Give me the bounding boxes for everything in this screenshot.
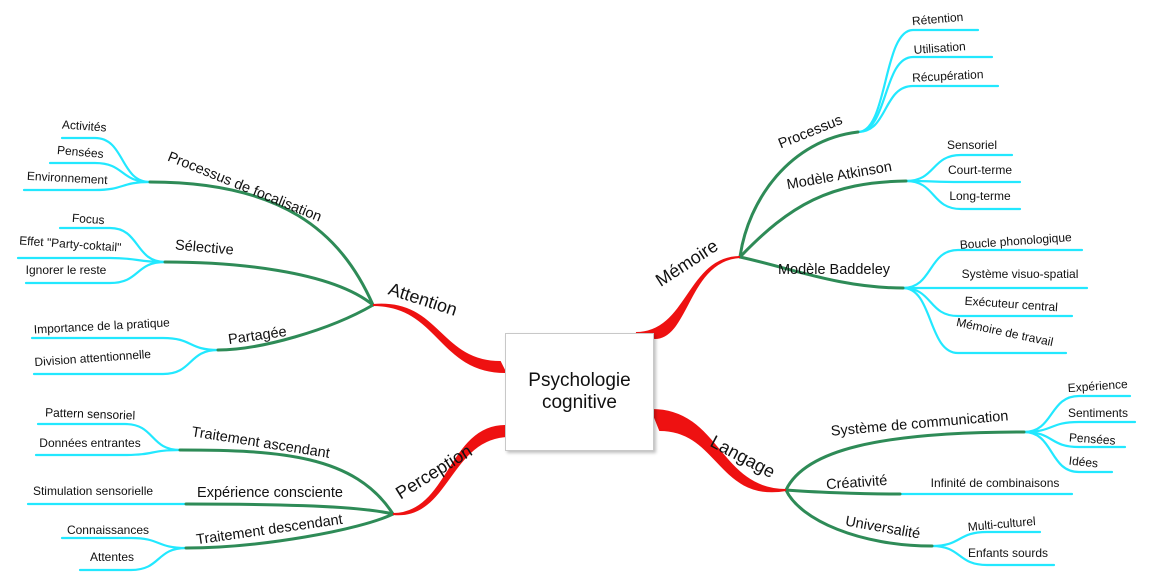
- leaf-topic-enfants-sourds[interactable]: Enfants sourds: [968, 546, 1048, 560]
- central-topic-line-1: Psychologie: [528, 370, 631, 392]
- leaf-topic-donnees-entrantes[interactable]: Données entrantes: [39, 436, 140, 450]
- sub-branch-traitement-descendant: [184, 512, 395, 550]
- leaf-topic-stimulation-sensorielle[interactable]: Stimulation sensorielle: [33, 484, 153, 498]
- leaf-topic-retention[interactable]: Rétention: [911, 10, 963, 28]
- leaf-branch-sensoriel: [904, 153, 1014, 183]
- central-topic[interactable]: Psychologie cognitive: [505, 333, 654, 451]
- leaf-branch-recuperation: [856, 84, 1000, 134]
- main-branch-langage: [650, 408, 787, 493]
- leaf-topic-importance-de-la-pratique[interactable]: Importance de la pratique: [33, 315, 170, 336]
- leaf-topic-sensoriel[interactable]: Sensoriel: [947, 138, 997, 152]
- leaf-topic-attentes[interactable]: Attentes: [90, 550, 134, 564]
- subtopic-modele-atkinson[interactable]: Modèle Atkinson: [786, 159, 894, 193]
- leaf-branch-connaissances: [60, 536, 188, 550]
- leaf-topic-environnement[interactable]: Environnement: [27, 169, 109, 187]
- leaf-branch-division-attentionnelle: [32, 348, 220, 376]
- leaf-topic-sentiments[interactable]: Sentiments: [1068, 406, 1128, 420]
- leaf-topic-activites[interactable]: Activités: [62, 117, 108, 134]
- leaf-branch-idees: [1022, 430, 1114, 474]
- leaf-branch-donnees-entrantes: [34, 448, 182, 457]
- leaf-branch-environnement: [22, 180, 152, 192]
- leaf-topic-experience[interactable]: Expérience: [1067, 377, 1128, 395]
- leaf-branch-executeur-central: [901, 286, 1074, 318]
- leaf-topic-utilisation[interactable]: Utilisation: [913, 39, 966, 57]
- leaf-branch-boucle-phonologique: [901, 248, 1084, 290]
- subtopic-traitement-ascendant[interactable]: Traitement ascendant: [190, 424, 331, 462]
- leaf-topic-focus[interactable]: Focus: [71, 211, 105, 227]
- main-branch-memoire: [635, 256, 741, 340]
- sub-branch-partagee: [216, 303, 375, 352]
- leaf-topic-connaissances[interactable]: Connaissances: [67, 523, 149, 537]
- leaf-branch-enfants-sourds: [930, 544, 1056, 567]
- leaf-topic-infinite-de-combinaisons[interactable]: Infinité de combinaisons: [931, 476, 1060, 490]
- leaf-branch-activites: [60, 136, 152, 184]
- sub-branch-processus-de-focalisation: [148, 180, 375, 307]
- leaf-branch-focus: [58, 226, 167, 264]
- subtopic-creativite[interactable]: Créativité: [826, 473, 888, 493]
- leaf-branch-multi-culturel: [930, 530, 1042, 548]
- leaf-topic-division-attentionnelle[interactable]: Division attentionnelle: [34, 347, 152, 369]
- sub-branch-selective: [163, 260, 375, 307]
- leaf-topic-boucle-phonologique[interactable]: Boucle phonologique: [959, 230, 1072, 252]
- sub-branch-creativite: [784, 488, 902, 496]
- leaf-branch-pattern-sensoriel: [36, 422, 182, 452]
- subtopic-experience-consciente[interactable]: Expérience consciente: [197, 485, 343, 501]
- leaf-branch-attentes: [78, 546, 188, 572]
- subtopic-universalite[interactable]: Universalité: [844, 514, 921, 543]
- leaf-topic-executeur-central[interactable]: Exécuteur central: [964, 294, 1058, 314]
- leaf-branch-effet-party-coktail: [16, 256, 167, 264]
- leaf-branch-utilisation: [856, 55, 994, 134]
- sub-branch-processus: [738, 130, 860, 259]
- sub-branch-modele-baddeley: [738, 255, 905, 290]
- leaf-topic-multi-culturel[interactable]: Multi-culturel: [967, 514, 1036, 534]
- leaf-topic-recuperation[interactable]: Récupération: [912, 67, 984, 85]
- main-branch-perception: [392, 424, 512, 516]
- sub-branch-modele-atkinson: [738, 179, 908, 259]
- leaf-topic-pensees[interactable]: Pensées: [1068, 430, 1116, 447]
- subtopic-selective[interactable]: Sélective: [174, 237, 234, 258]
- sub-branch-traitement-ascendant: [178, 448, 395, 516]
- central-topic-line-2: cognitive: [541, 392, 617, 413]
- leaf-topic-memoire-de-travail[interactable]: Mémoire de travail: [955, 315, 1054, 349]
- leaf-topic-idees[interactable]: Idées: [1068, 454, 1099, 471]
- leaf-topic-pensees[interactable]: Pensées: [56, 143, 104, 161]
- leaf-topic-long-terme[interactable]: Long-terme: [949, 189, 1011, 203]
- leaf-topic-pattern-sensoriel[interactable]: Pattern sensoriel: [45, 405, 135, 422]
- leaf-branch-retention: [856, 28, 980, 134]
- sub-branch-systeme-de-communication: [784, 430, 1026, 492]
- leaf-branch-long-terme: [904, 179, 1022, 211]
- subtopic-processus-de-focalisation[interactable]: Processus de focalisation: [165, 149, 323, 225]
- leaf-branch-memoire-de-travail: [901, 286, 1068, 355]
- leaf-branch-ignorer-le-reste: [24, 260, 167, 285]
- leaf-topic-court-terme[interactable]: Court-terme: [948, 163, 1012, 177]
- main-branch-attention: [372, 303, 507, 374]
- leaf-topic-effet-party-coktail[interactable]: Effet "Party-coktail": [19, 233, 122, 254]
- leaf-topic-systeme-visuo-spatial[interactable]: Système visuo-spatial: [962, 267, 1079, 281]
- sub-branch-universalite: [784, 488, 934, 548]
- subtopic-modele-baddeley[interactable]: Modèle Baddeley: [778, 262, 891, 278]
- leaf-branch-court-terme: [904, 179, 1022, 184]
- main-topic-attention[interactable]: Attention: [386, 279, 460, 320]
- main-topic-memoire[interactable]: Mémoire: [652, 236, 722, 291]
- leaf-branch-importance-de-la-pratique: [30, 336, 220, 352]
- leaf-topic-ignorer-le-reste[interactable]: Ignorer le reste: [26, 263, 107, 277]
- sub-branch-experience-consciente: [184, 502, 395, 516]
